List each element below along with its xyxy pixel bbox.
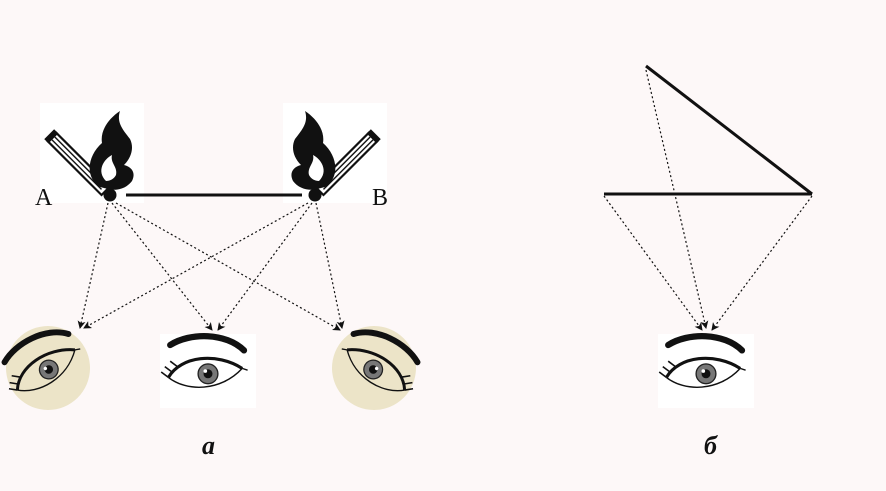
ray-left-eye	[603, 195, 703, 331]
light-rays-a	[77, 202, 345, 331]
panel-b: б	[603, 64, 813, 460]
ray-b-eye-right	[315, 202, 345, 329]
caption-a: а	[202, 431, 215, 460]
eye-b-icon	[658, 334, 754, 408]
light-rays-b	[603, 69, 813, 331]
eye-left-icon	[0, 311, 105, 410]
object-line-diagonal	[645, 64, 813, 196]
point-b-label: B	[372, 185, 388, 211]
ray-right-eye	[711, 195, 813, 331]
panel-a: A B а	[0, 103, 433, 460]
ray-top-eye	[645, 69, 709, 329]
ray-b-eye-center	[217, 202, 313, 331]
eye-center-icon	[160, 334, 256, 408]
ray-a-eye-center	[111, 202, 213, 331]
ray-a-eye-right	[115, 202, 341, 331]
eye-right-icon	[317, 311, 433, 410]
caption-b: б	[704, 431, 718, 460]
point-a-label: A	[35, 185, 53, 211]
ray-a-eye-left	[77, 202, 109, 329]
